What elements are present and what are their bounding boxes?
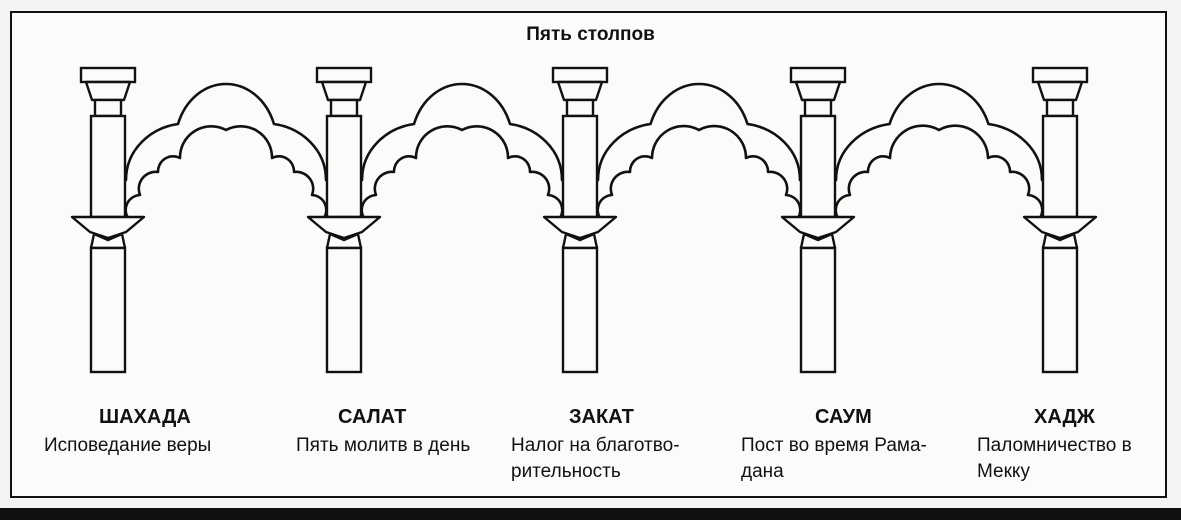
column-capital	[794, 80, 842, 102]
column-capital	[84, 80, 132, 102]
outer-arch	[834, 82, 1044, 182]
column-impost	[306, 215, 382, 240]
column-impost	[780, 215, 856, 240]
pillar-name: ХАДЖ	[1034, 406, 1095, 428]
column-upper-shaft	[799, 114, 837, 219]
column-impost	[70, 215, 146, 240]
outer-arch	[360, 82, 564, 182]
column-impost	[1022, 215, 1098, 240]
pillar-description: Налог на благотво-ритель­ность	[511, 435, 680, 482]
column-upper-shaft	[89, 114, 127, 219]
column-upper-shaft	[1041, 114, 1079, 219]
diagram-title: Пять столпов	[526, 24, 655, 45]
bottom-band	[0, 508, 1181, 520]
column-lower-capital	[325, 232, 363, 250]
column-lower-capital	[799, 232, 837, 250]
column-abacus	[79, 66, 137, 84]
column-abacus	[789, 66, 847, 84]
column-neck	[93, 98, 123, 118]
pillar-label-1: ШАХАДА Исповедание веры	[30, 404, 260, 459]
column-abacus	[315, 66, 373, 84]
column-impost	[542, 215, 618, 240]
pillar-description: Пост во время Рама-дана	[741, 435, 927, 482]
column-lower-shaft	[799, 246, 837, 374]
pillar-name: ШАХАДА	[99, 406, 191, 428]
column-lower-shaft	[1041, 246, 1079, 374]
column-capital	[556, 80, 604, 102]
pillar-name: ЗАКАТ	[569, 406, 634, 428]
pillar-name: САУМ	[815, 406, 872, 428]
column-capital	[320, 80, 368, 102]
pillar-description: Паломничество в Мекку	[977, 435, 1132, 482]
column-lower-shaft	[89, 246, 127, 374]
pillar-label-4: САУМ Пост во время Рама-дана	[741, 404, 966, 485]
pillar-label-3: ЗАКАТ Налог на благотво-ритель­ность	[511, 404, 711, 485]
inner-scalloped-arch	[360, 125, 564, 220]
column-capital	[1036, 80, 1084, 102]
column-lower-shaft	[561, 246, 599, 374]
column-lower-shaft	[325, 246, 363, 374]
outer-arch	[124, 82, 328, 182]
column-lower-capital	[89, 232, 127, 250]
pillar-label-5: ХАДЖ Паломничество в Мекку	[977, 404, 1152, 485]
inner-scalloped-arch	[596, 124, 802, 220]
column-lower-capital	[561, 232, 599, 250]
column-abacus	[551, 66, 609, 84]
column-neck	[565, 98, 595, 118]
column-neck	[329, 98, 359, 118]
inner-scalloped-arch	[834, 124, 1044, 220]
pillar-description: Исповедание веры	[44, 435, 212, 456]
column-neck	[803, 98, 833, 118]
column-abacus	[1031, 66, 1089, 84]
pillar-label-2: САЛАТ Пять молитв в день	[296, 404, 476, 459]
inner-scalloped-arch	[124, 125, 328, 220]
column-upper-shaft	[325, 114, 363, 219]
column-lower-capital	[1041, 232, 1079, 250]
pillar-name: САЛАТ	[338, 406, 407, 428]
column-upper-shaft	[561, 114, 599, 219]
outer-arch	[596, 82, 802, 182]
pillar-description: Пять молитв в день	[296, 435, 471, 456]
column-neck	[1045, 98, 1075, 118]
